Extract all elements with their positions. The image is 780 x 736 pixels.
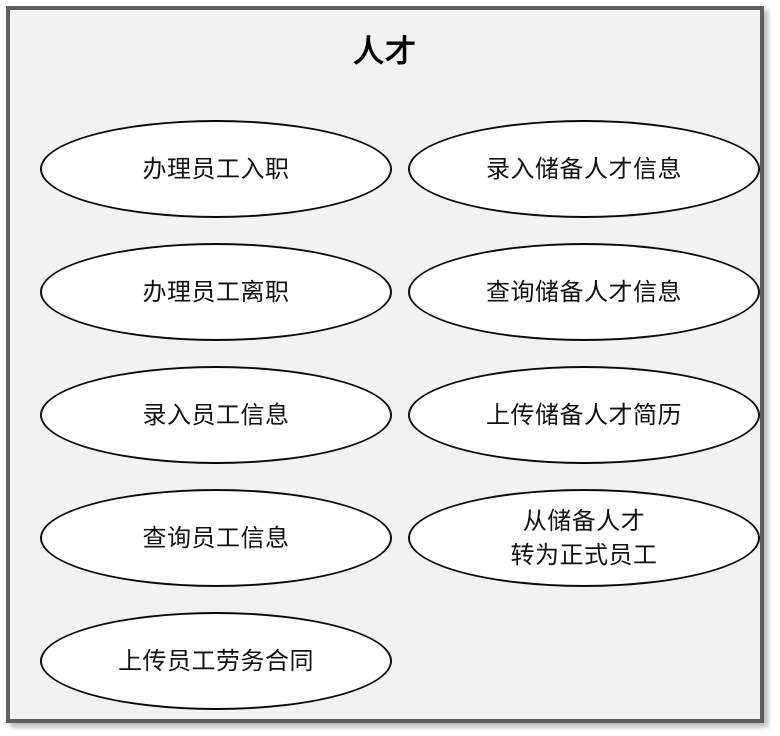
use-case-node-query-employee-info[interactable]: 查询员工信息 xyxy=(40,489,392,587)
use-case-label: 录入员工信息 xyxy=(142,401,290,429)
use-case-node-enter-talent-pool-info[interactable]: 录入储备人才信息 xyxy=(408,120,760,218)
use-case-label: 录入储备人才信息 xyxy=(486,155,682,183)
use-case-node-enter-employee-info[interactable]: 录入员工信息 xyxy=(40,366,392,464)
use-case-label: 从储备人才 转为正式员工 xyxy=(510,507,658,569)
use-case-node-employee-onboarding[interactable]: 办理员工入职 xyxy=(40,120,392,218)
use-case-label: 查询员工信息 xyxy=(142,524,290,552)
use-case-label: 办理员工离职 xyxy=(142,278,290,306)
use-case-node-upload-talent-resume[interactable]: 上传储备人才简历 xyxy=(408,366,760,464)
use-case-label: 查询储备人才信息 xyxy=(486,278,682,306)
use-case-node-employee-offboarding[interactable]: 办理员工离职 xyxy=(40,243,392,341)
use-case-node-upload-labor-contract[interactable]: 上传员工劳务合同 xyxy=(40,612,392,710)
use-case-package-frame: 人才 办理员工入职 办理员工离职 录入员工信息 查询员工信息 上传员工劳务合同 … xyxy=(6,6,764,723)
page-title: 人才 xyxy=(353,34,417,70)
use-case-label: 办理员工入职 xyxy=(142,155,290,183)
use-case-node-convert-talent-to-employee[interactable]: 从储备人才 转为正式员工 xyxy=(408,489,760,587)
use-case-label: 上传储备人才简历 xyxy=(486,401,682,429)
use-case-grid: 办理员工入职 办理员工离职 录入员工信息 查询员工信息 上传员工劳务合同 录入储… xyxy=(10,10,760,719)
use-case-node-query-talent-pool-info[interactable]: 查询储备人才信息 xyxy=(408,243,760,341)
use-case-label: 上传员工劳务合同 xyxy=(118,647,314,675)
